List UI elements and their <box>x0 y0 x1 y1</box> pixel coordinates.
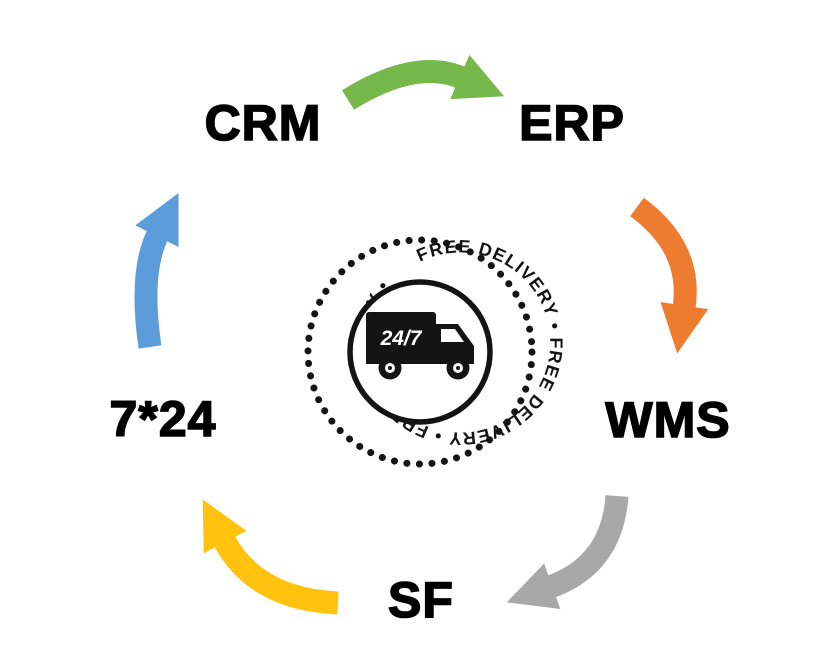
arrow-erp-to-wms <box>630 197 709 354</box>
node-crm: CRM <box>204 94 322 152</box>
truck-front-axle <box>456 366 460 370</box>
arrow-crm-to-erp <box>341 54 505 110</box>
node-7x24: 7*24 <box>109 390 217 448</box>
truck-rear-axle <box>388 366 392 370</box>
truck-chassis <box>366 356 474 364</box>
arrow-sf-to-724 <box>202 499 339 615</box>
truck-cargo-box <box>366 312 436 362</box>
arrow-wms-to-sf <box>506 494 629 609</box>
truck-window <box>441 329 464 342</box>
delivery-truck-icon: 24/7 <box>366 312 474 380</box>
node-sf: SF <box>387 571 454 629</box>
free-delivery-badge: FREE DELIVERY • FREE DELIVERY • FREE DEL… <box>304 236 565 468</box>
arrow-724-to-crm <box>134 192 179 349</box>
node-wms: WMS <box>605 391 731 449</box>
truck-247-label: 24/7 <box>380 327 423 350</box>
node-erp: ERP <box>518 94 625 152</box>
